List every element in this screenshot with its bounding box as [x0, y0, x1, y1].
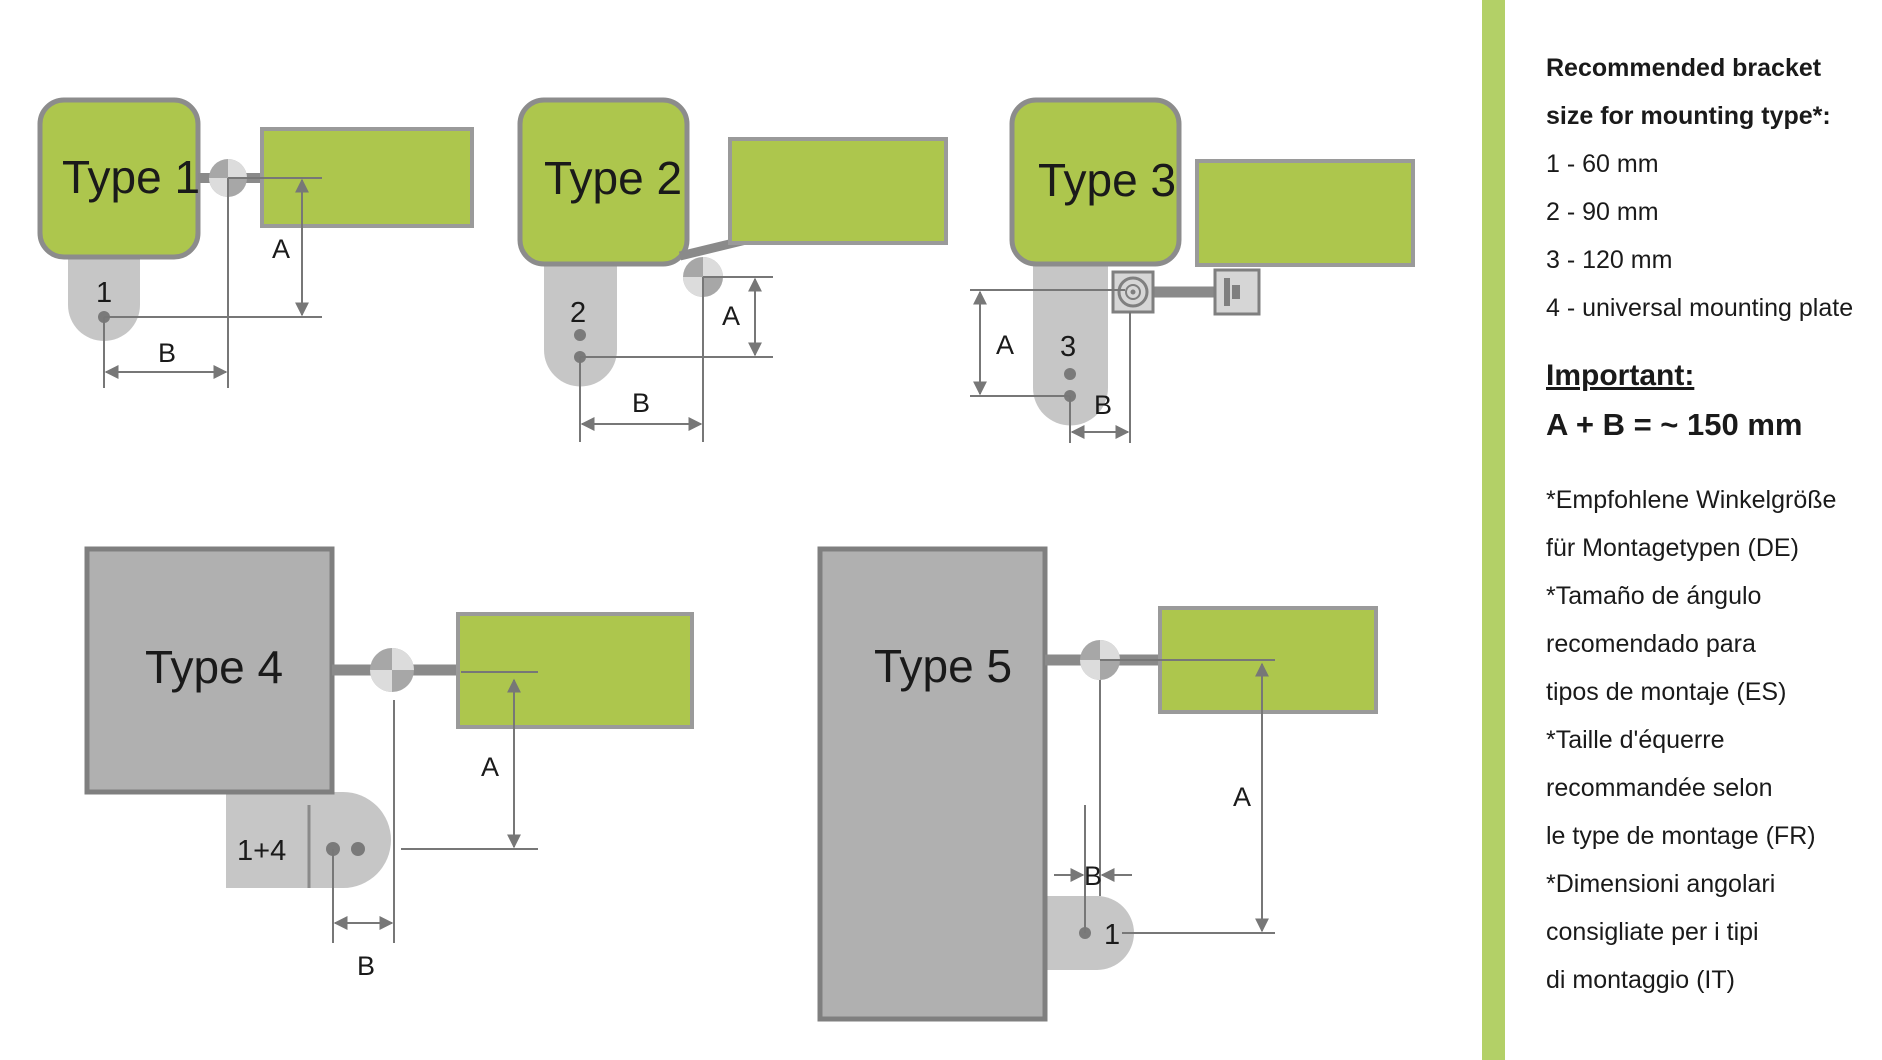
type5-diagram: Type 5 1 A B [817, 546, 1378, 1022]
accent-divider [1482, 0, 1505, 1060]
size-item-2: 2 - 90 mm [1546, 198, 1659, 226]
type3-bracket-label: 3 [1060, 331, 1076, 363]
type3-clamp [1213, 268, 1261, 316]
info-heading-line1: Recommended bracket [1546, 54, 1822, 82]
type4-dim-a: A [481, 752, 499, 782]
type2-bracket-hole-1 [574, 329, 586, 341]
translation-line-10: consigliate per i tipi [1546, 918, 1759, 946]
important-label: Important: [1546, 359, 1695, 392]
translation-line-11: di montaggio (IT) [1546, 966, 1735, 994]
type5-label: Type 5 [874, 640, 1012, 692]
type2-bracket [544, 262, 617, 387]
type5-bracket-label: 1 [1104, 919, 1120, 951]
type3-bracket [1033, 262, 1108, 426]
type2-label: Type 2 [544, 152, 682, 204]
translation-line-8: le type de montage (FR) [1546, 822, 1816, 850]
type3-bracket-hole-1 [1064, 368, 1076, 380]
mounting-diagram: Type 1 1 A B Type 2 [37, 97, 1415, 1022]
translation-line-7: recommandée selon [1546, 774, 1773, 802]
type2-camera-box [517, 97, 690, 267]
type1-bracket-label: 1 [96, 277, 112, 309]
type3-swivel-mount [1111, 270, 1155, 314]
type4-bracket-label: 1+4 [237, 835, 286, 867]
translation-line-1: *Empfohlene Winkelgröße [1546, 486, 1837, 514]
type3-camera-box [1009, 97, 1182, 267]
size-item-4: 4 - universal mounting plate [1546, 294, 1854, 322]
type2-diagram: Type 2 2 A B [517, 97, 948, 442]
info-heading-line2: size for mounting type*: [1546, 102, 1831, 130]
translation-line-6: *Taille d'équerre [1546, 726, 1725, 754]
type3-mount-plate [1195, 159, 1415, 267]
type2-mount-plate [728, 137, 948, 245]
type5-dim-b: B [1084, 861, 1102, 891]
type2-dim-b: B [632, 388, 650, 418]
type1-diagram: Type 1 1 A B [37, 97, 474, 388]
type4-label: Type 4 [145, 641, 283, 693]
type4-joint [370, 648, 414, 692]
type3-dim-a: A [996, 330, 1014, 360]
type1-dim-a: A [272, 234, 290, 264]
type4-bracket-hole-2 [351, 842, 365, 856]
translation-line-5: tipos de montaje (ES) [1546, 678, 1787, 706]
translation-line-9: *Dimensioni angolari [1546, 870, 1776, 898]
type5-camera-box [817, 546, 1048, 1022]
type3-diagram: Type 3 3 A B [970, 97, 1415, 443]
translation-line-4: recomendado para [1546, 630, 1756, 658]
type4-dim-b: B [357, 951, 375, 981]
type4-camera-box [84, 546, 335, 795]
formula-text: A + B = ~ 150 mm [1546, 407, 1803, 442]
type1-mount-plate [260, 127, 474, 228]
type4-diagram: Type 4 1+4 A B [84, 546, 694, 981]
type2-bracket-label: 2 [570, 297, 586, 329]
translation-line-2: für Montagetypen (DE) [1546, 534, 1799, 562]
size-item-3: 3 - 120 mm [1546, 246, 1673, 274]
type1-dim-b: B [158, 338, 176, 368]
size-item-1: 1 - 60 mm [1546, 150, 1659, 178]
type3-dim-b: B [1094, 390, 1112, 420]
info-panel: Recommended bracket size for mounting ty… [1546, 44, 1882, 1004]
translation-line-3: *Tamaño de ángulo [1546, 582, 1762, 610]
type1-label: Type 1 [62, 151, 200, 203]
type1-bracket [68, 255, 140, 341]
type5-dim-a: A [1233, 782, 1251, 812]
type4-mount-plate [456, 612, 694, 729]
type3-label: Type 3 [1038, 154, 1176, 206]
type2-dim-a: A [722, 301, 740, 331]
